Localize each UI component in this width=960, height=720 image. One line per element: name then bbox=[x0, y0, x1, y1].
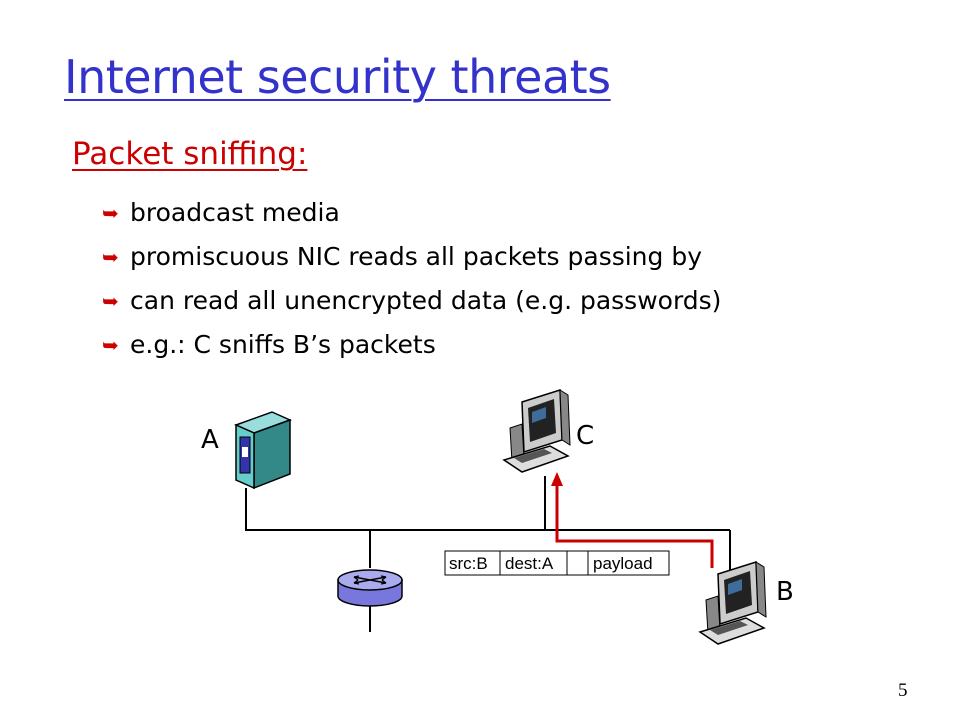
bullet-text: promiscuous NIC reads all packets passin… bbox=[130, 242, 703, 271]
packet-src-field: src:B bbox=[449, 554, 488, 573]
page-number: 5 bbox=[898, 680, 908, 701]
server-a-icon bbox=[233, 411, 293, 490]
section-heading: Packet sniffing: bbox=[72, 136, 308, 172]
sniff-arrowhead-icon bbox=[551, 472, 563, 486]
bullet-list: ➥ broadcast media ➥ promiscuous NIC read… bbox=[102, 191, 722, 367]
packet-payload-field: payload bbox=[593, 554, 653, 573]
bullet-text: can read all unencrypted data (e.g. pass… bbox=[130, 286, 722, 315]
slide-title: Internet security threats bbox=[64, 50, 611, 104]
bullet-item: ➥ e.g.: C sniffs B’s packets bbox=[102, 323, 721, 367]
bullet-item: ➥ promiscuous NIC reads all packets pass… bbox=[102, 235, 721, 279]
host-label-c: C bbox=[576, 421, 594, 451]
host-label-b: B bbox=[776, 577, 794, 607]
router-icon bbox=[337, 569, 403, 607]
curved-arrow-bullet-icon: ➥ bbox=[102, 245, 119, 269]
packet-box bbox=[444, 550, 670, 576]
bullet-text: broadcast media bbox=[130, 198, 340, 227]
host-label-a: A bbox=[201, 425, 219, 455]
packet: src:B dest:A payload bbox=[444, 550, 670, 576]
curved-arrow-bullet-icon: ➥ bbox=[102, 333, 119, 357]
workstation-c-icon bbox=[502, 388, 571, 473]
bullet-item: ➥ broadcast media bbox=[102, 191, 721, 235]
bullet-item: ➥ can read all unencrypted data (e.g. pa… bbox=[102, 279, 722, 323]
workstation-b-icon bbox=[698, 560, 767, 645]
curved-arrow-bullet-icon: ➥ bbox=[102, 289, 119, 313]
packet-dest-field: dest:A bbox=[505, 554, 554, 573]
sniff-path bbox=[555, 482, 714, 568]
curved-arrow-bullet-icon: ➥ bbox=[102, 201, 119, 225]
bullet-text: e.g.: C sniffs B’s packets bbox=[130, 330, 436, 359]
